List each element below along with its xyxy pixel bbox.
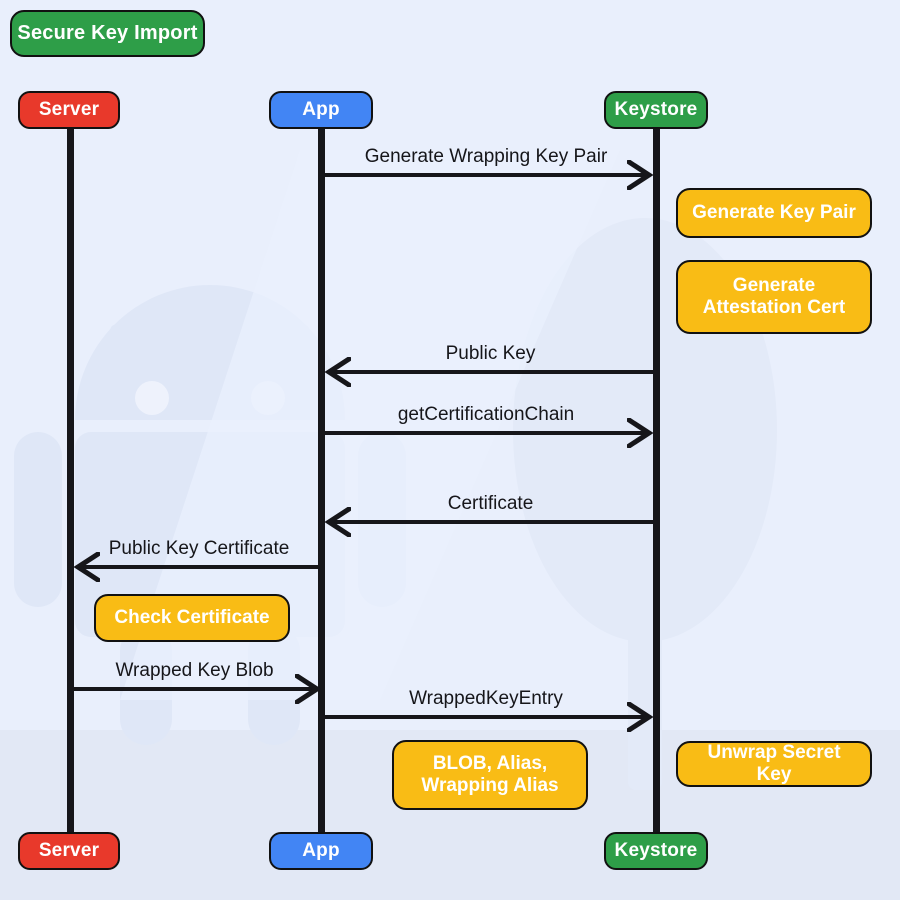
arrowhead-right-icon — [295, 674, 321, 704]
note-unwrap-secret-key[interactable]: Unwrap Secret Key — [676, 741, 872, 787]
note-label: Generate Attestation Cert — [703, 275, 846, 320]
arrowhead-left-icon — [325, 507, 351, 537]
arrowhead-right-icon — [627, 418, 653, 448]
note-generate-attestation-cert[interactable]: Generate Attestation Cert — [676, 260, 872, 334]
participant-keystore-top[interactable]: Keystore — [604, 91, 708, 129]
arrowhead-left-icon — [74, 552, 100, 582]
note-label: Generate Key Pair — [692, 201, 856, 223]
participant-app-bottom-label: App — [302, 840, 340, 862]
note-check-certificate[interactable]: Check Certificate — [94, 594, 290, 642]
participant-server-top[interactable]: Server — [18, 91, 120, 129]
note-line-2: Wrapping Alias — [421, 775, 559, 796]
participant-app-top-label: App — [302, 99, 340, 121]
note-line-2: Attestation Cert — [702, 297, 846, 318]
message-label: Generate Wrapping Key Pair — [364, 146, 608, 167]
message-shaft — [328, 520, 653, 524]
message-label: Wrapped Key Blob — [115, 660, 274, 681]
diagram-title-label: Secure Key Import — [17, 22, 198, 44]
participant-server-bottom-label: Server — [38, 840, 100, 862]
message-label: Certificate — [447, 493, 534, 514]
note-blob-alias-wrapping-alias[interactable]: BLOB, Alias, Wrapping Alias — [392, 740, 588, 810]
message-shaft — [328, 370, 653, 374]
participant-server-top-label: Server — [38, 99, 100, 121]
note-line-1: BLOB, Alias, — [432, 752, 548, 774]
note-label: BLOB, Alias, Wrapping Alias — [421, 753, 558, 798]
arrowhead-right-icon — [627, 160, 653, 190]
participant-keystore-bottom-label: Keystore — [614, 840, 698, 862]
note-label: Unwrap Secret Key — [707, 741, 841, 785]
participant-keystore-bottom[interactable]: Keystore — [604, 832, 708, 870]
arrowhead-right-icon — [627, 702, 653, 732]
message-shaft — [71, 687, 318, 691]
participant-keystore-top-label: Keystore — [614, 99, 698, 121]
message-shaft — [322, 173, 650, 177]
message-label: Public Key — [445, 343, 536, 364]
message-shaft — [322, 431, 650, 435]
lifeline-keystore — [653, 122, 660, 842]
participant-server-bottom[interactable]: Server — [18, 832, 120, 870]
message-shaft — [322, 715, 650, 719]
note-generate-key-pair[interactable]: Generate Key Pair — [676, 188, 872, 238]
message-label: WrappedKeyEntry — [409, 688, 563, 709]
participant-app-top[interactable]: App — [269, 91, 373, 129]
lifeline-app — [318, 122, 325, 842]
message-label: Public Key Certificate — [108, 538, 290, 559]
message-label: getCertificationChain — [397, 404, 575, 425]
arrowhead-left-icon — [325, 357, 351, 387]
note-label: Check Certificate — [114, 606, 270, 628]
message-shaft — [77, 565, 321, 569]
note-line-1: Generate — [732, 274, 816, 296]
participant-app-bottom[interactable]: App — [269, 832, 373, 870]
lifeline-server — [67, 122, 74, 842]
diagram-title-box: Secure Key Import — [10, 10, 205, 57]
